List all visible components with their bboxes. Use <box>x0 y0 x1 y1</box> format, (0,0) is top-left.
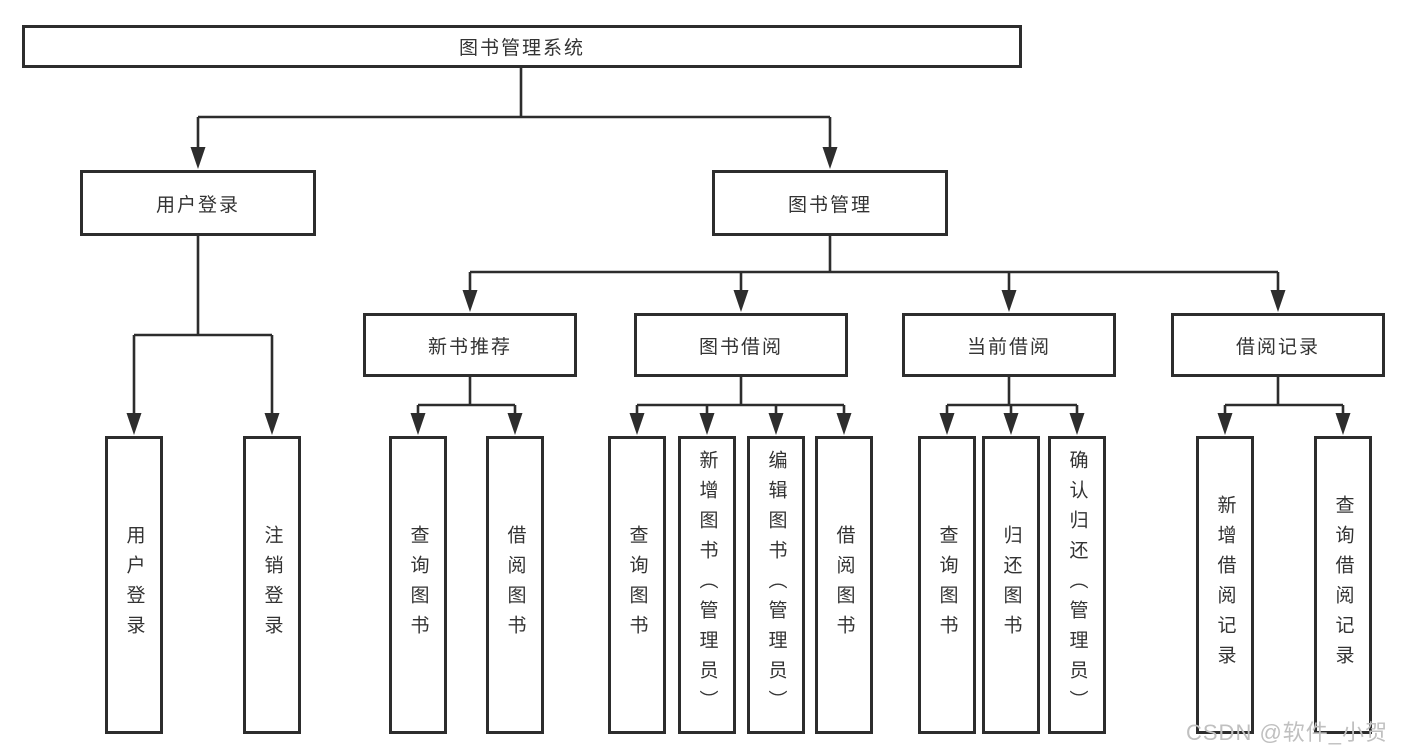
leaf-add-book-admin-label: 新增图书（管理员） <box>696 450 718 720</box>
leaf-confirm-return-admin-label: 确认归还（管理员） <box>1066 450 1088 720</box>
leaf-confirm-return-admin: 确认归还（管理员） <box>1048 436 1106 734</box>
tree-edges <box>132 66 1345 416</box>
leaf-edit-book-admin: 编辑图书（管理员） <box>747 436 805 734</box>
leaf-query-borrow-record-label: 查询借阅记录 <box>1332 495 1354 675</box>
leaf-borrow-books-recommend: 借阅图书 <box>486 436 544 734</box>
leaf-add-book-admin: 新增图书（管理员） <box>678 436 736 734</box>
leaf-query-books-borrow: 查询图书 <box>608 436 666 734</box>
leaf-borrow-books-recommend-label: 借阅图书 <box>504 525 526 645</box>
leaf-add-borrow-record-label: 新增借阅记录 <box>1214 495 1236 675</box>
leaf-user-login: 用户登录 <box>105 436 163 734</box>
leaf-query-books-recommend-label: 查询图书 <box>407 525 429 645</box>
leaf-query-books-current: 查询图书 <box>918 436 976 734</box>
leaf-query-borrow-record: 查询借阅记录 <box>1314 436 1372 734</box>
node-book-management: 图书管理 <box>712 170 948 236</box>
leaf-user-login-label: 用户登录 <box>123 525 145 645</box>
leaf-logout-label: 注销登录 <box>261 525 283 645</box>
leaf-borrow-books: 借阅图书 <box>815 436 873 734</box>
node-book-borrow: 图书借阅 <box>634 313 848 377</box>
node-new-book-recommend: 新书推荐 <box>363 313 577 377</box>
csdn-watermark: CSDN @软件_小贺同学 <box>1186 720 1389 745</box>
leaf-edit-book-admin-label: 编辑图书（管理员） <box>765 450 787 720</box>
leaf-query-books-recommend: 查询图书 <box>389 436 447 734</box>
node-user-login: 用户登录 <box>80 170 316 236</box>
leaf-query-books-borrow-label: 查询图书 <box>626 525 648 645</box>
node-borrow-records: 借阅记录 <box>1171 313 1385 377</box>
leaf-query-books-current-label: 查询图书 <box>936 525 958 645</box>
leaf-borrow-books-label: 借阅图书 <box>833 525 855 645</box>
node-current-borrow: 当前借阅 <box>902 313 1116 377</box>
arrowheads <box>126 147 1351 435</box>
leaf-return-book-label: 归还图书 <box>1000 525 1022 645</box>
leaf-return-book: 归还图书 <box>982 436 1040 734</box>
leaf-add-borrow-record: 新增借阅记录 <box>1196 436 1254 734</box>
leaf-logout: 注销登录 <box>243 436 301 734</box>
root-node: 图书管理系统 <box>22 25 1022 68</box>
